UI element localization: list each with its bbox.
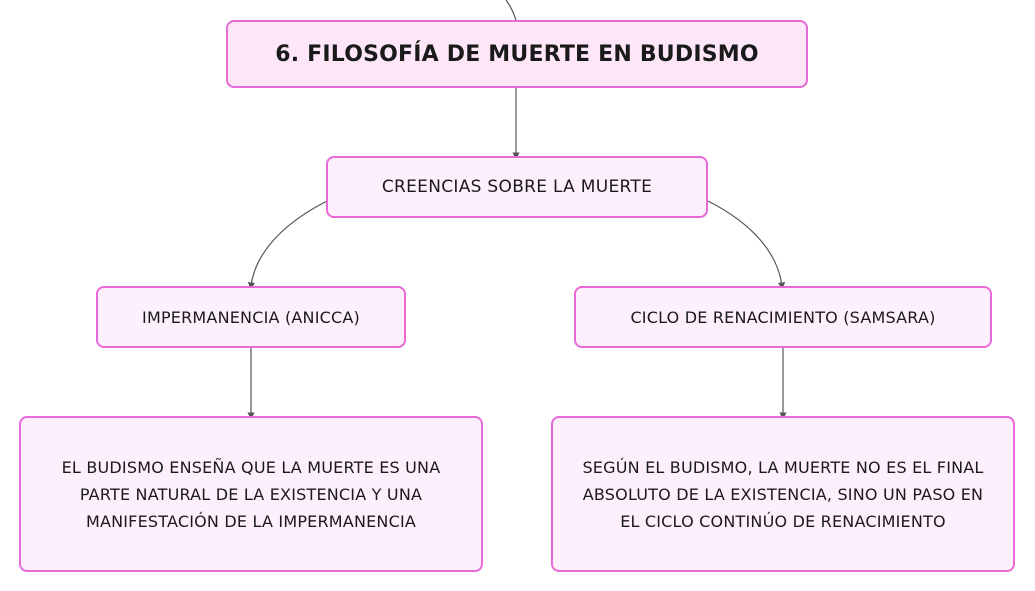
branch-label-impermanencia: IMPERMANENCIA (ANICCA): [142, 307, 360, 327]
leaf-text-samsara: SEGÚN EL BUDISMO, LA MUERTE NO ES EL FIN…: [582, 457, 984, 531]
leaf-node-impermanencia[interactable]: EL BUDISMO ENSEÑA QUE LA MUERTE ES UNA P…: [19, 416, 483, 572]
main-topic-label: 6. FILOSOFÍA DE MUERTE EN BUDISMO: [275, 41, 759, 67]
subtopic-label: CREENCIAS SOBRE LA MUERTE: [381, 177, 653, 197]
branch-node-impermanencia[interactable]: IMPERMANENCIA (ANICCA): [96, 286, 406, 348]
leaf-text-impermanencia: EL BUDISMO ENSEÑA QUE LA MUERTE ES UNA P…: [61, 457, 441, 531]
connector-subtopic-to-right: [707, 200, 786, 290]
branch-label-samsara: CICLO DE RENACIMIENTO (SAMSARA): [630, 307, 936, 327]
leaf-node-samsara[interactable]: SEGÚN EL BUDISMO, LA MUERTE NO ES EL FIN…: [551, 416, 1015, 572]
connector-subtopic-to-left: [247, 200, 328, 290]
main-topic-node[interactable]: 6. FILOSOFÍA DE MUERTE EN BUDISMO: [226, 20, 808, 88]
branch-node-samsara[interactable]: CICLO DE RENACIMIENTO (SAMSARA): [574, 286, 992, 348]
subtopic-node[interactable]: CREENCIAS SOBRE LA MUERTE: [326, 156, 708, 218]
connector-incoming: [505, 0, 517, 21]
